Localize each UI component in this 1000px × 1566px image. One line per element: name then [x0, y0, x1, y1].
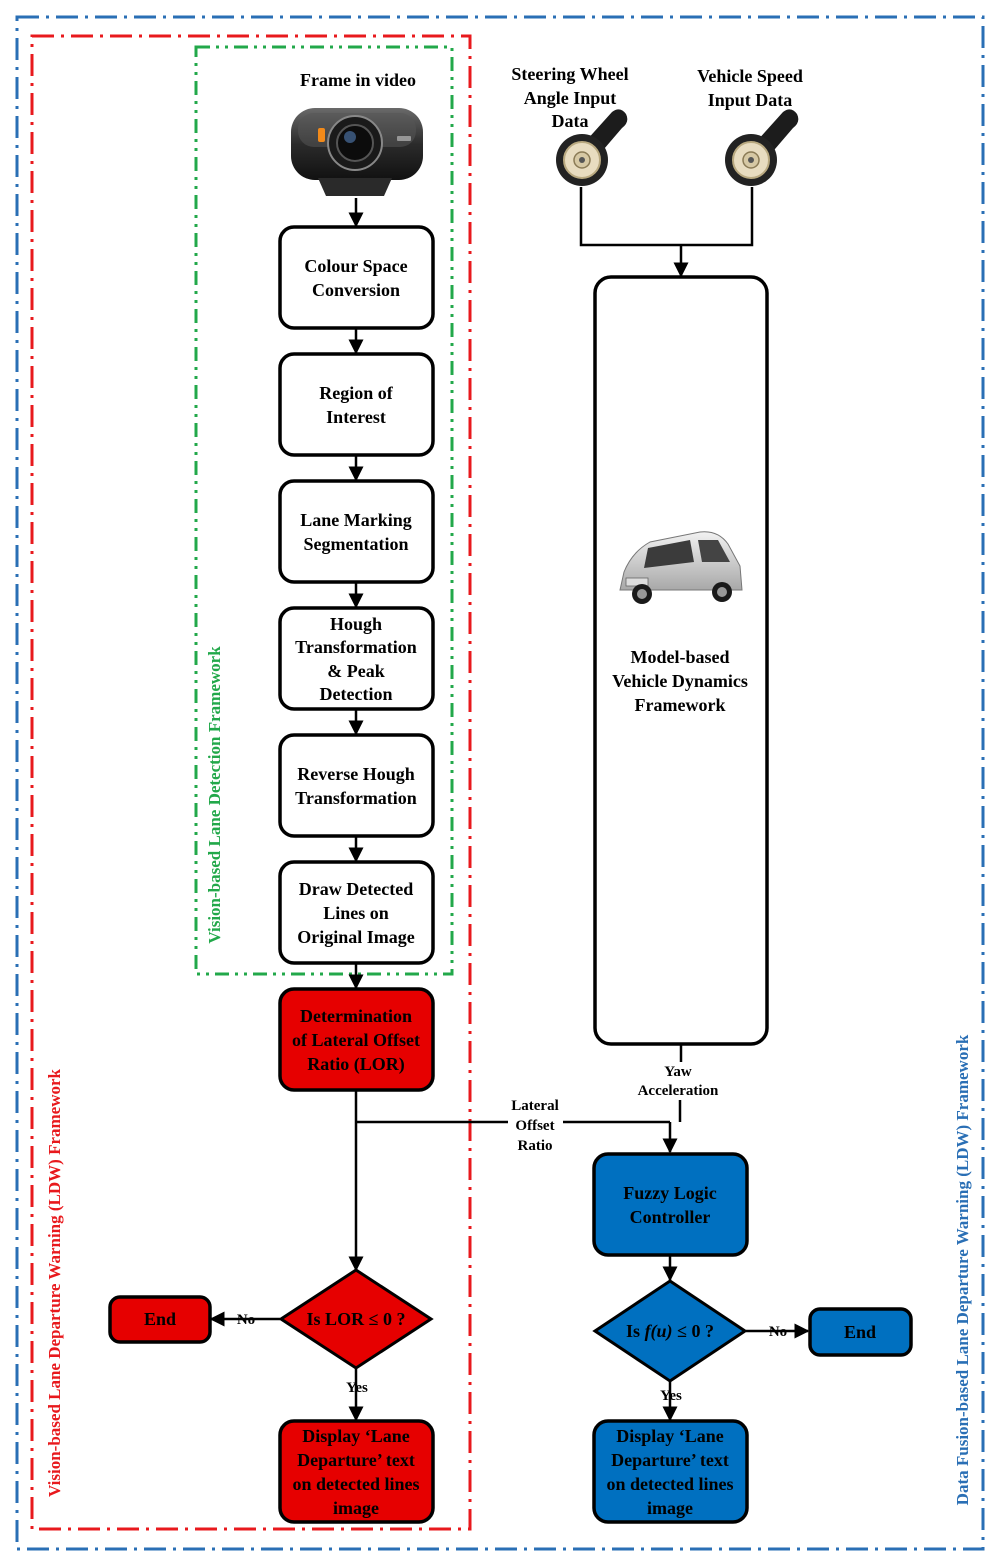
yes-label: Yes [660, 1388, 682, 1404]
yaw-acceleration-label: Acceleration [638, 1083, 719, 1099]
colour-space-conversion-step: Colour Space Conversion [278, 225, 435, 330]
step-label: Interest [326, 407, 386, 427]
lateral-offset-ratio-label: Lateral [511, 1098, 558, 1114]
end-label: End [844, 1322, 876, 1342]
display-label: on detected lines [607, 1474, 734, 1494]
input-label: Data [552, 111, 589, 131]
no-label: No [237, 1312, 255, 1328]
decision-function: f(u) [645, 1321, 673, 1342]
step-label: Segmentation [304, 534, 409, 554]
steering-sensor-icon [556, 109, 628, 186]
step-label: Region of [319, 383, 394, 403]
step-label: Draw Detected [299, 879, 413, 899]
vehicle-speed-input: Vehicle Speed Input Data [697, 66, 803, 110]
lateral-offset-ratio-label: Ratio [518, 1138, 553, 1154]
display-label: on detected lines [293, 1474, 420, 1494]
step-label: Original Image [297, 927, 415, 947]
vision-ldw-framework-label: Vision-based Lane Departure Warning (LDW… [45, 1068, 64, 1497]
yaw-acceleration-label: Yaw [664, 1064, 692, 1080]
car-icon [619, 531, 743, 604]
display-label: image [333, 1498, 379, 1518]
step-label: & Peak [327, 661, 385, 681]
step-label: Determination [300, 1006, 412, 1026]
frame-input-label: Frame in video [300, 70, 416, 90]
data-fusion-framework-border [15, 15, 985, 1551]
display-label: Departure’ text [611, 1450, 729, 1470]
step-label: Reverse Hough [297, 764, 414, 784]
display-warning-right: Display ‘Lane Departure’ text on detecte… [592, 1419, 749, 1524]
step-label: Conversion [312, 280, 400, 300]
step-label: Hough [330, 614, 382, 634]
input-label: Steering Wheel [511, 64, 628, 84]
step-label: Vehicle Dynamics [612, 671, 748, 691]
fuzzy-output-decision: Is f(u) ≤ 0 ? [592, 1279, 748, 1383]
lane-marking-segmentation-step: Lane Marking Segmentation [278, 479, 435, 584]
draw-detected-lines-step: Draw Detected Lines on Original Image [278, 860, 435, 965]
yes-label: Yes [346, 1380, 368, 1396]
lateral-offset-ratio-label: Offset [515, 1118, 554, 1134]
lane-detection-framework-border [194, 45, 454, 976]
step-label: Framework [635, 695, 726, 715]
lane-detection-framework-label: Vision-based Lane Detection Framework [205, 646, 224, 944]
display-label: Display ‘Lane [616, 1426, 724, 1446]
step-label: Lines on [323, 903, 389, 923]
decision-suffix: ≤ 0 ? [673, 1321, 714, 1341]
step-label: Model-based [631, 647, 730, 667]
no-label: No [769, 1324, 787, 1340]
display-warning-left: Display ‘Lane Departure’ text on detecte… [278, 1419, 435, 1524]
input-label: Vehicle Speed [697, 66, 803, 86]
speed-sensor-icon [725, 109, 799, 186]
lor-decision: Is LOR ≤ 0 ? [278, 1268, 434, 1370]
step-label: Ratio (LOR) [307, 1054, 405, 1075]
data-fusion-framework-label: Data Fusion-based Lane Departure Warning… [953, 1034, 972, 1505]
decision-prefix: Is [626, 1321, 645, 1341]
webcam-icon [291, 108, 423, 196]
step-label: Detection [320, 684, 393, 704]
display-label: Departure’ text [297, 1450, 415, 1470]
display-label: Display ‘Lane [302, 1426, 410, 1446]
display-label: image [647, 1498, 693, 1518]
fuzzy-logic-controller-step: Fuzzy Logic Controller [592, 1152, 749, 1257]
step-label: Fuzzy Logic [623, 1183, 716, 1203]
step-label: Transformation [295, 637, 417, 657]
step-label: Controller [630, 1207, 711, 1227]
region-of-interest-step: Region of Interest [278, 352, 435, 457]
steering-wheel-input: Steering Wheel Angle Input Data [511, 64, 628, 131]
end-terminal-left: End [108, 1295, 212, 1344]
reverse-hough-transformation-step: Reverse Hough Transformation [278, 733, 435, 838]
decision-label: Is LOR ≤ 0 ? [307, 1309, 406, 1329]
end-terminal-right: End [808, 1307, 913, 1357]
lateral-offset-ratio-step: Determination of Lateral Offset Ratio (L… [278, 987, 435, 1092]
end-label: End [144, 1309, 176, 1329]
input-label: Input Data [708, 90, 793, 110]
step-label: Transformation [295, 788, 417, 808]
hough-transformation-step: Hough Transformation & Peak Detection [278, 606, 435, 711]
vision-ldw-framework-border [30, 34, 472, 1531]
step-label: of Lateral Offset [292, 1030, 420, 1050]
decision-label: Is f(u) ≤ 0 ? [626, 1321, 714, 1342]
input-label: Angle Input [524, 88, 617, 108]
vehicle-dynamics-framework-step: Model-based Vehicle Dynamics Framework [593, 275, 769, 1046]
step-label: Lane Marking [300, 510, 412, 530]
step-label: Colour Space [304, 256, 407, 276]
